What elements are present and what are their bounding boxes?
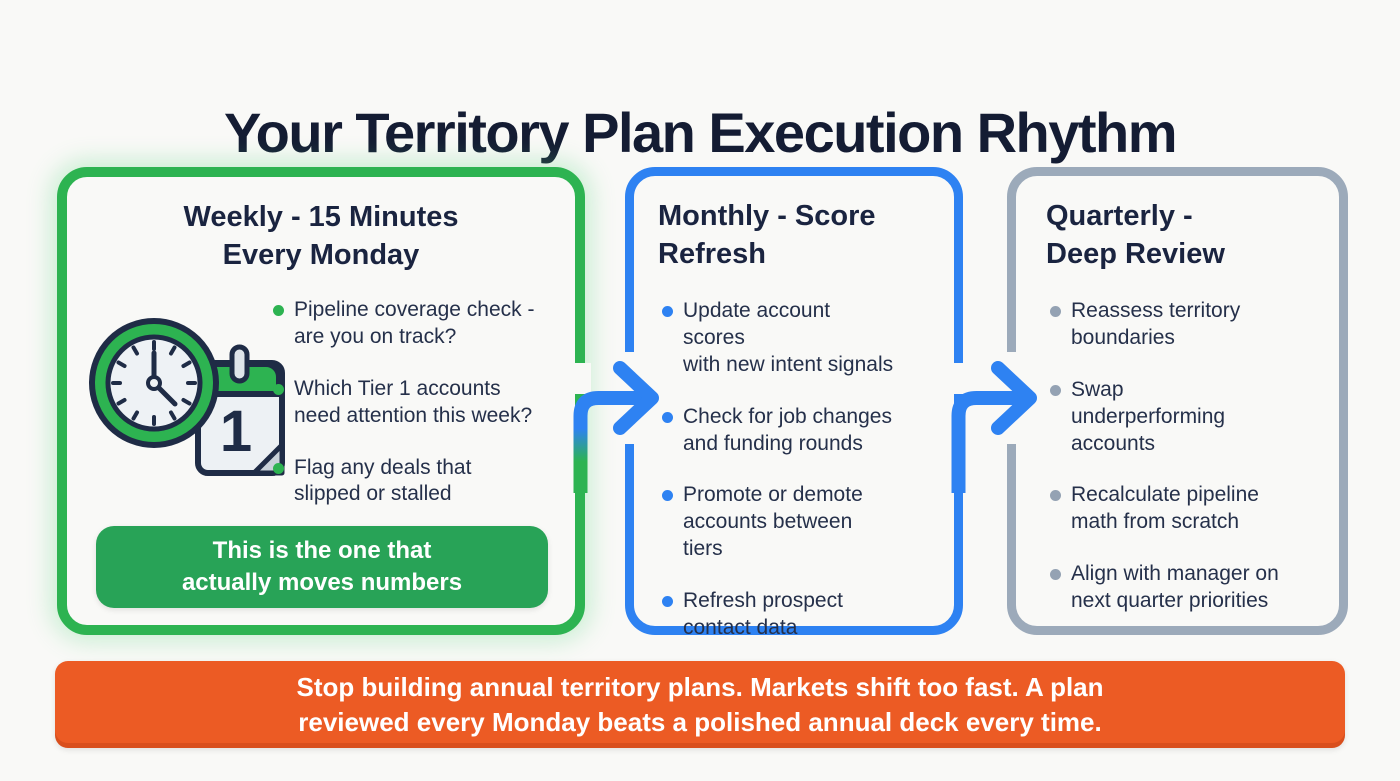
highlight-badge: This is the one that actually moves numb… — [96, 526, 548, 608]
footer-banner-text: Stop building annual territory plans. Ma… — [296, 672, 1104, 737]
list-item: Pipeline coverage check - are you on tra… — [273, 297, 535, 351]
list-item: Flag any deals that slipped or stalled — [273, 455, 535, 509]
list-item: Promote or demote accounts between tiers — [662, 482, 896, 563]
bullet-list-quarterly: Reassess territory boundaries Swap under… — [1050, 298, 1280, 640]
list-item: Which Tier 1 accounts need attention thi… — [273, 376, 535, 430]
flow-arrow-icon — [951, 361, 1037, 493]
list-item: Update account scores with new intent si… — [662, 298, 896, 379]
card-quarterly-title: Quarterly - Deep Review — [1046, 200, 1225, 270]
footer-banner: Stop building annual territory plans. Ma… — [55, 661, 1345, 748]
card-quarterly: Quarterly - Deep Review Reassess territo… — [1007, 167, 1348, 635]
svg-text:1: 1 — [220, 399, 252, 464]
bullet-list-weekly: Pipeline coverage check - are you on tra… — [273, 297, 535, 533]
list-item: Refresh prospect contact data — [662, 588, 896, 642]
page-title: Your Territory Plan Execution Rhythm — [223, 100, 1178, 164]
list-item: Align with manager on next quarter prior… — [1050, 561, 1280, 615]
card-weekly-title: Weekly - 15 Minutes Every Monday — [183, 201, 459, 271]
border-gap — [572, 363, 591, 394]
border-gap — [950, 363, 969, 394]
list-item: Reassess territory boundaries — [1050, 298, 1280, 352]
list-item: Check for job changes and funding rounds — [662, 404, 896, 458]
list-item: Recalculate pipeline math from scratch — [1050, 482, 1280, 536]
card-monthly-title: Monthly - Score Refresh — [658, 200, 876, 270]
clock-calendar-icon: 1 — [86, 311, 291, 483]
bullet-list-monthly: Update account scores with new intent si… — [662, 298, 896, 667]
card-weekly: Weekly - 15 Minutes Every Monday 1 — [57, 167, 585, 635]
list-item: Swap underperforming accounts — [1050, 377, 1280, 458]
flow-arrow-icon — [573, 361, 659, 493]
